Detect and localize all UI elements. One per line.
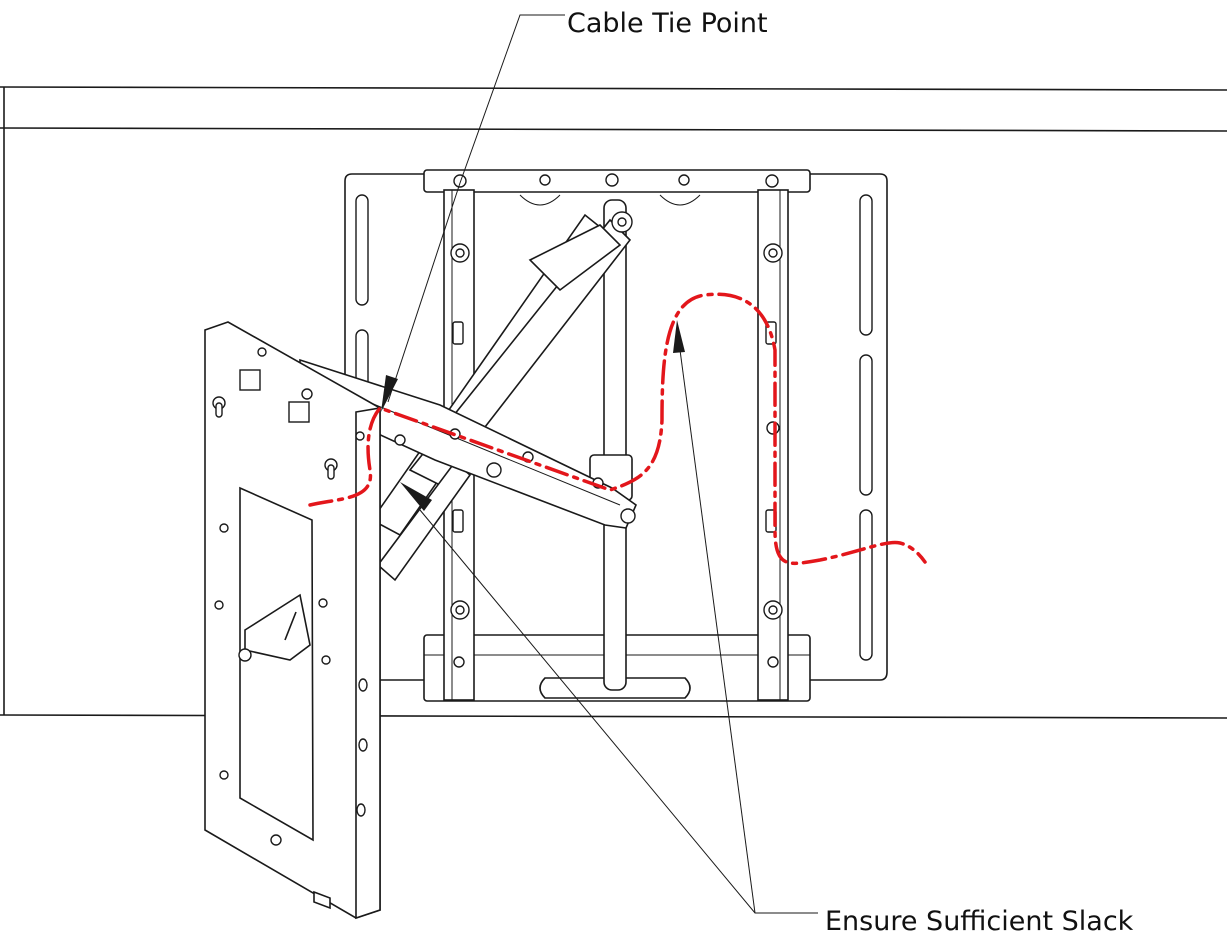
cable-tie-arrowhead (381, 375, 398, 412)
cable-tie-point-label: Cable Tie Point (567, 8, 768, 39)
slack-leaders (400, 320, 818, 914)
display-bracket (204, 321, 381, 920)
ensure-slack-label: Ensure Sufficient Slack (825, 906, 1134, 937)
cable-tie-leader (381, 14, 565, 412)
slack-arrowhead-left (400, 482, 432, 511)
cable-path (308, 292, 927, 566)
mount-frame (423, 169, 811, 702)
slack-arrowhead-right (673, 320, 685, 353)
